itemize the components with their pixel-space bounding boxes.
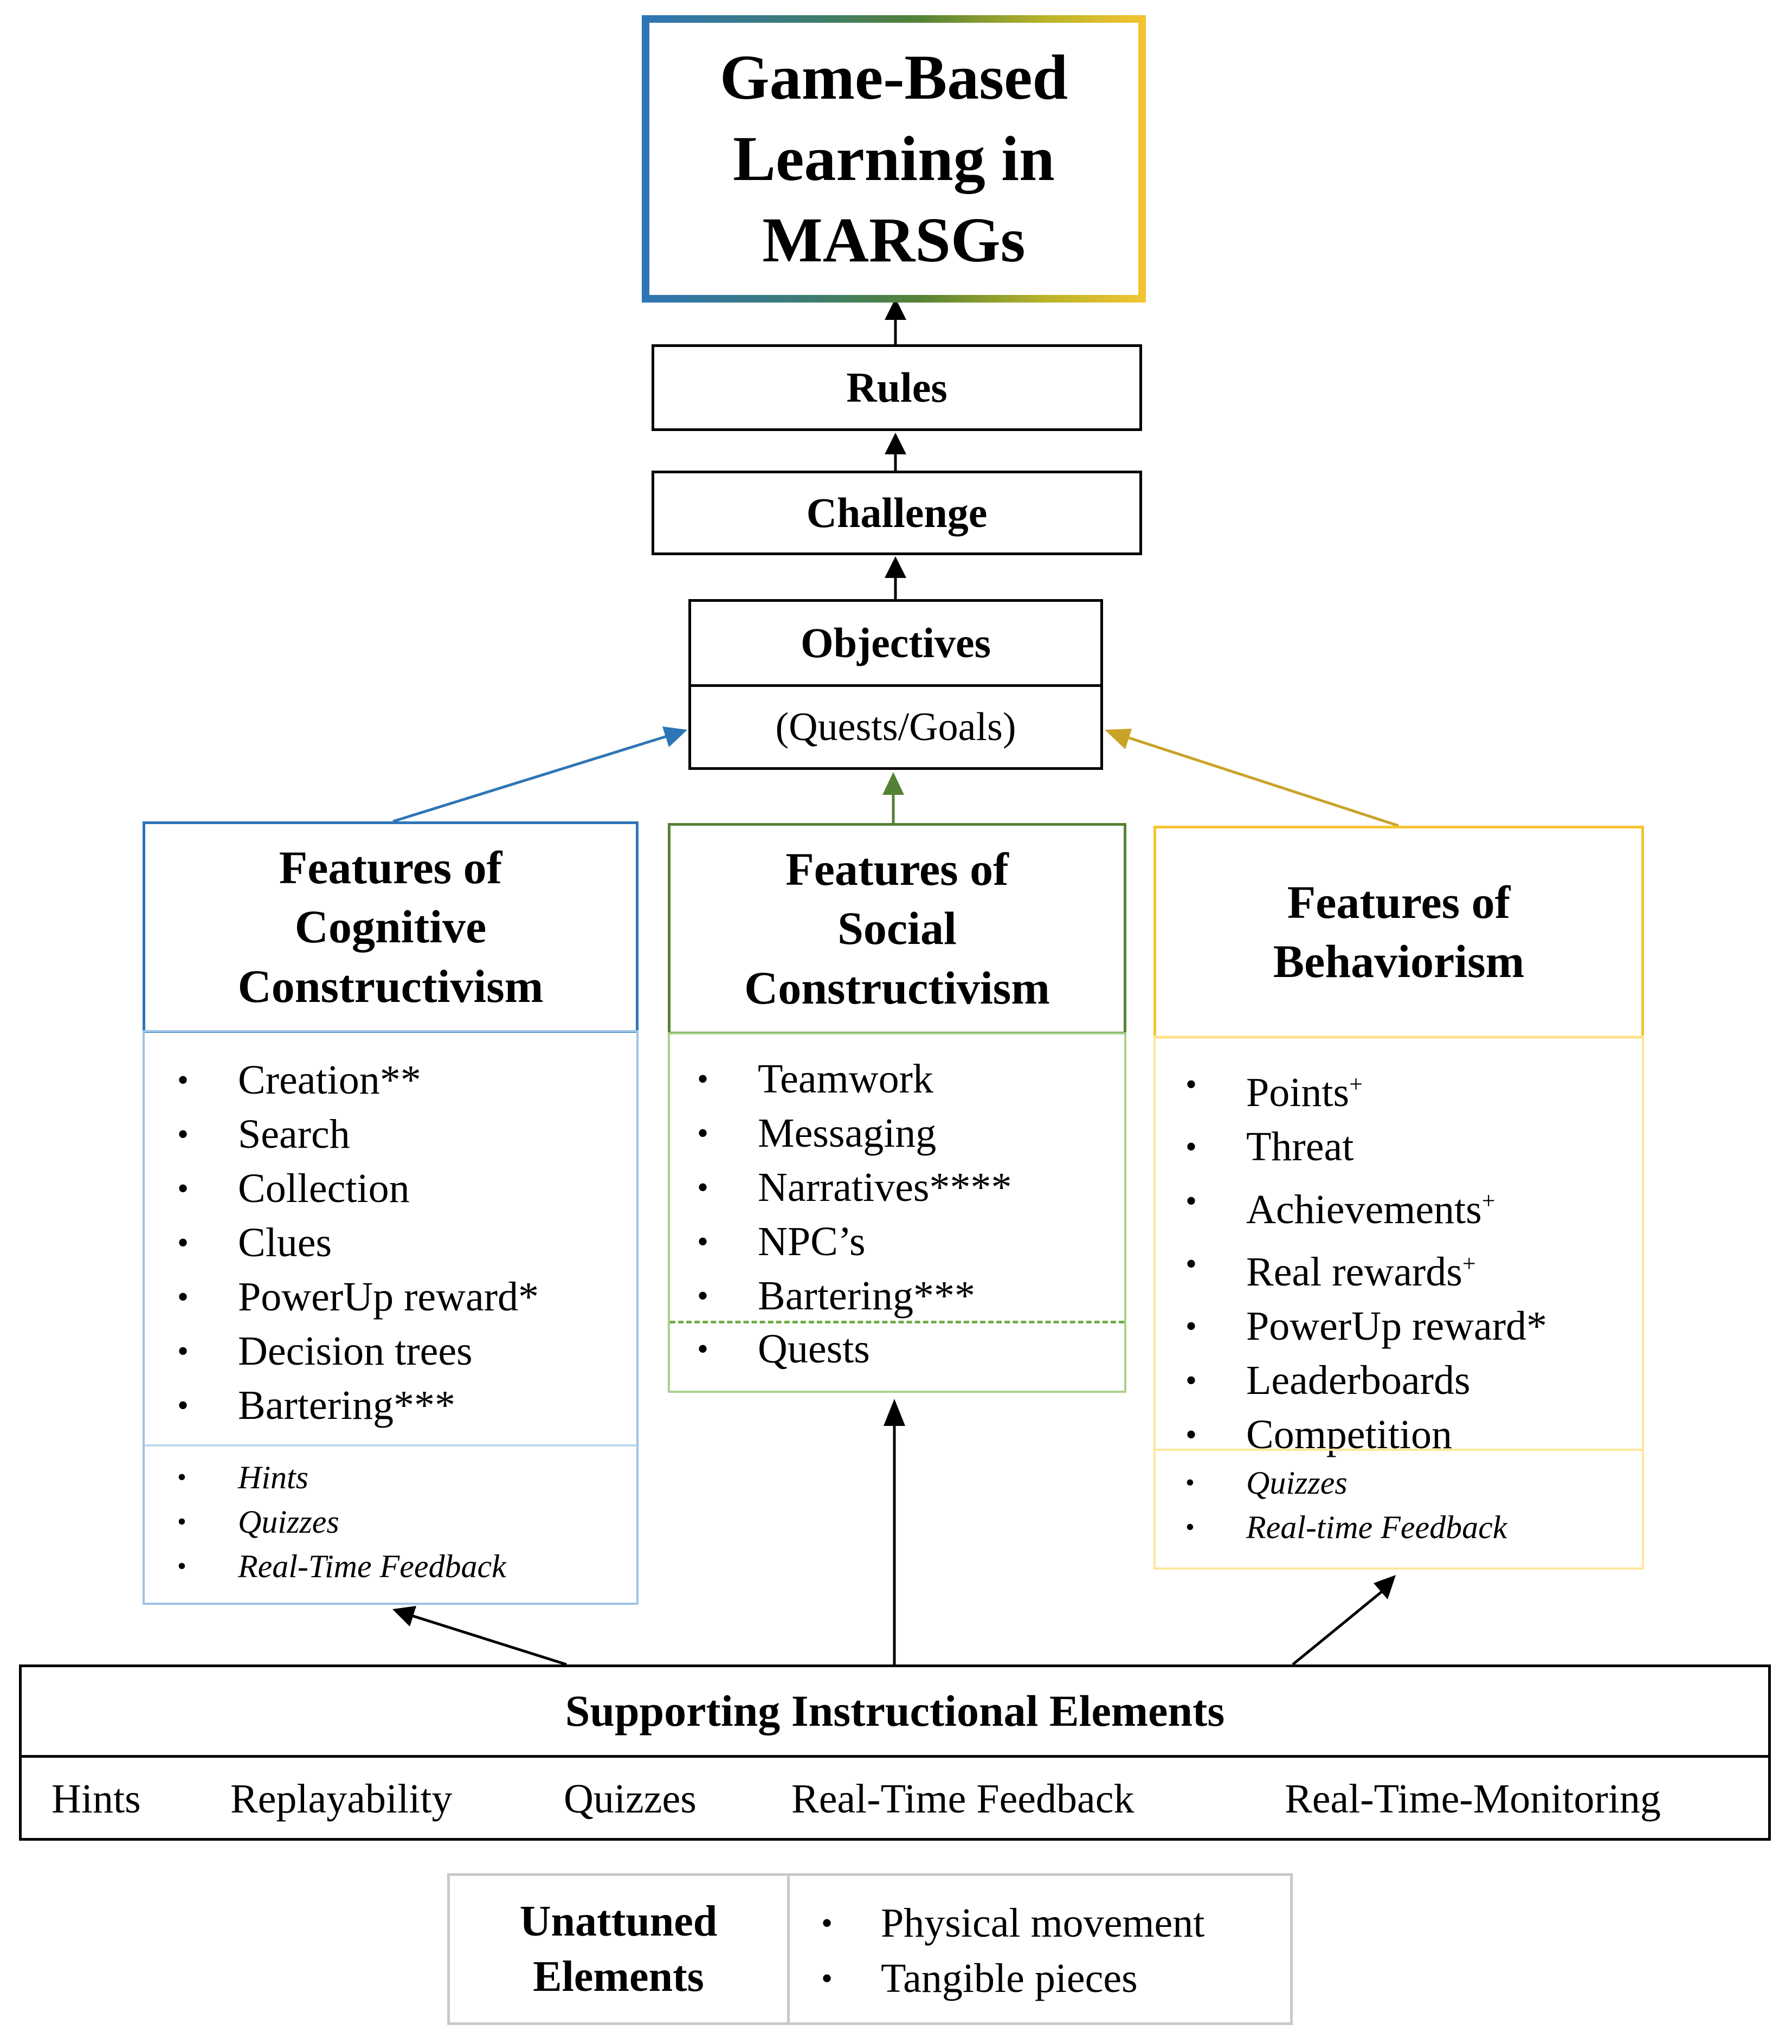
unattuned-title: Unattuned Elements <box>450 1876 790 2022</box>
arrowhead-social <box>882 772 904 795</box>
unattuned-title-1: Unattuned <box>519 1897 718 1945</box>
cognitive-divider <box>145 1444 636 1447</box>
arrow-support-to-behaviorism <box>1292 1590 1383 1666</box>
list-item: •Achievements+ <box>1185 1183 1496 1232</box>
supporting-item-hints: Hints <box>51 1776 141 1822</box>
behaviorism-title-2: Behaviorism <box>1273 935 1525 987</box>
supporting-item-quizzes: Quizzes <box>564 1776 697 1822</box>
list-item: •Creation** <box>177 1057 421 1103</box>
list-item: •Quests <box>697 1326 870 1372</box>
arrowhead-title <box>885 298 906 320</box>
list-item: •NPC’s <box>697 1219 866 1264</box>
list-item: •Messaging <box>697 1110 937 1156</box>
supporting-item-monitoring: Real-Time-Monitoring <box>1285 1776 1661 1822</box>
cognitive-title-2: Cognitive <box>294 901 487 953</box>
behaviorism-divider <box>1156 1449 1642 1451</box>
title-line-3: MARSGs <box>762 204 1026 275</box>
cognitive-title-1: Features of <box>279 841 502 894</box>
list-item: •Quizzes <box>1185 1465 1348 1501</box>
list-item: •Teamwork <box>697 1056 933 1102</box>
supporting-items: Hints Replayability Quizzes Real-Time Fe… <box>22 1758 1768 1841</box>
social-header: Features of Social Constructivism <box>668 823 1126 1034</box>
title-line-2: Learning in <box>733 123 1055 195</box>
list-item: •Quizzes <box>177 1504 339 1540</box>
social-features: •Teamwork •Messaging •Narratives**** •NP… <box>668 1032 1126 1393</box>
list-item: •Bartering*** <box>177 1383 456 1428</box>
list-item: •Physical movement <box>821 1900 1205 1946</box>
behaviorism-header: Features of Behaviorism <box>1153 826 1644 1038</box>
arrowhead-support-cognitive <box>392 1606 416 1627</box>
list-item: •Leaderboards <box>1185 1357 1471 1403</box>
supporting-item-replayability: Replayability <box>230 1776 453 1822</box>
arrow-support-to-cognitive <box>411 1614 567 1666</box>
list-item: •Real-time Feedback <box>1185 1509 1507 1545</box>
arrowhead-support-social <box>884 1399 905 1426</box>
list-item: •Bartering*** <box>697 1273 976 1319</box>
list-item: •PowerUp reward* <box>177 1274 539 1320</box>
rules-box: Rules <box>652 344 1142 431</box>
objectives-box: Objectives (Quests/Goals) <box>688 599 1103 770</box>
list-item: •Real-Time Feedback <box>177 1548 506 1584</box>
title-box: Game-Based Learning in MARSGs <box>642 15 1146 303</box>
list-item: •Competition <box>1185 1411 1452 1457</box>
cognitive-header: Features of Cognitive Constructivism <box>143 821 639 1033</box>
supporting-elements-box: Supporting Instructional Elements Hints … <box>19 1664 1771 1841</box>
unattuned-elements-box: Unattuned Elements •Physical movement •T… <box>447 1873 1293 2025</box>
title-line-1: Game-Based <box>719 42 1068 113</box>
challenge-box: Challenge <box>652 471 1142 555</box>
arrow-cognitive-to-objectives <box>392 735 667 823</box>
objectives-title: Objectives <box>691 602 1100 687</box>
list-item: •Search <box>177 1111 350 1157</box>
arrow-behaviorism-to-objectives <box>1127 736 1399 827</box>
list-item: •Narratives**** <box>697 1165 1012 1210</box>
arrowhead-rules <box>885 433 906 454</box>
arrowhead-challenge <box>885 556 906 578</box>
rules-label: Rules <box>846 364 947 411</box>
list-item: •Points+ <box>1185 1066 1363 1116</box>
behaviorism-features: •Points+ •Threat •Achievements+ •Real re… <box>1153 1036 1644 1570</box>
list-item: •Decision trees <box>177 1328 473 1374</box>
title-text: Game-Based Learning in MARSGs <box>649 23 1138 295</box>
supporting-item-feedback: Real-Time Feedback <box>791 1776 1134 1822</box>
challenge-label: Challenge <box>806 489 988 536</box>
list-item: •Tangible pieces <box>821 1956 1138 2001</box>
social-title-3: Constructivism <box>744 961 1050 1014</box>
list-item: •Threat <box>1185 1124 1354 1170</box>
arrowhead-behaviorism <box>1105 729 1132 749</box>
social-title-1: Features of <box>785 843 1009 896</box>
list-item: •Hints <box>177 1460 309 1495</box>
arrowhead-support-behaviorism <box>1374 1575 1396 1599</box>
unattuned-title-2: Elements <box>533 1953 704 2001</box>
list-item: •Clues <box>177 1220 332 1265</box>
supporting-title: Supporting Instructional Elements <box>22 1667 1768 1758</box>
list-item: •Real rewards+ <box>1185 1245 1476 1295</box>
list-item: •PowerUp reward* <box>1185 1303 1548 1349</box>
social-title-2: Social <box>837 902 957 955</box>
objectives-subtitle: (Quests/Goals) <box>775 704 1016 749</box>
arrowhead-cognitive <box>662 727 687 747</box>
behaviorism-title-1: Features of <box>1287 876 1511 928</box>
unattuned-list: •Physical movement •Tangible pieces <box>790 1876 1290 2022</box>
list-item: •Collection <box>177 1166 410 1211</box>
social-divider <box>670 1321 1124 1323</box>
cognitive-title-3: Constructivism <box>237 960 544 1012</box>
cognitive-features: •Creation** •Search •Collection •Clues •… <box>143 1030 639 1605</box>
